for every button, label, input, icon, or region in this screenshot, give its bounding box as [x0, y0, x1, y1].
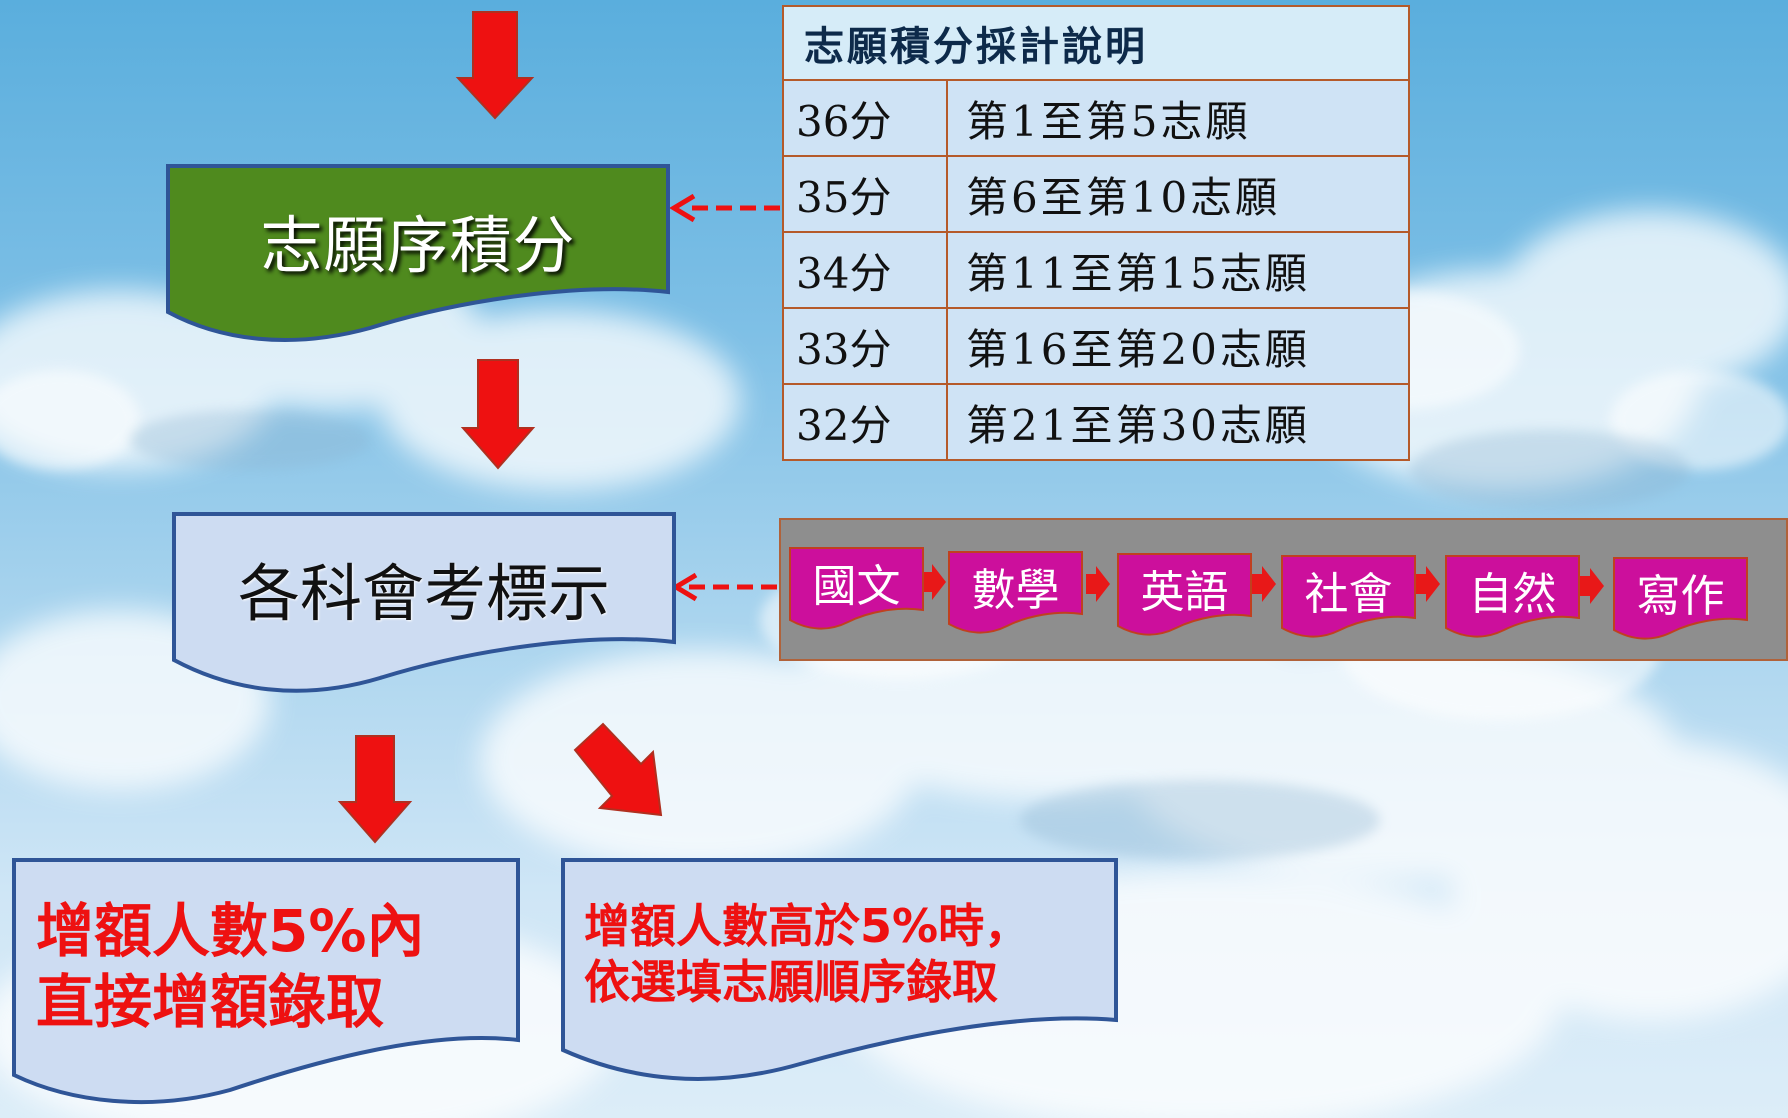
subject-label: 數學: [971, 565, 1060, 616]
subject-social: 社會: [1280, 554, 1417, 650]
result-line-2: 直接增額錄取: [36, 967, 385, 1036]
range-cell: 第6至第10志願: [946, 155, 1410, 233]
table-row: 36分 第1至第5志願: [782, 79, 1410, 157]
range-cell: 第21至第30志願: [946, 383, 1410, 461]
range-cell: 第11至第15志願: [946, 231, 1410, 309]
result-line-1: 增額人數高於5%時，: [584, 899, 1031, 953]
subject-chinese: 國文: [788, 546, 925, 642]
subject-english: 英語: [1116, 552, 1253, 648]
points-cell: 36分: [782, 79, 948, 157]
subject-label: 國文: [812, 561, 901, 612]
points-cell: 35分: [782, 155, 948, 233]
subject-writing: 寫作: [1612, 556, 1749, 652]
result-text: 增額人數高於5%時， 依選填志願順序錄取: [584, 898, 1104, 1026]
points-cell: 33分: [782, 307, 948, 385]
table-row: 32分 第21至第30志願: [782, 383, 1410, 461]
subject-science: 自然: [1444, 554, 1581, 650]
table-row: 35分 第6至第10志願: [782, 155, 1410, 233]
subject-label: 寫作: [1636, 571, 1725, 622]
subject-shape: [948, 551, 1083, 634]
subject-shape: [1117, 553, 1252, 636]
result-line-1: 增額人數5%內: [36, 897, 425, 965]
subject-math: 數學: [947, 550, 1084, 646]
points-cell: 34分: [782, 231, 948, 309]
subject-label: 社會: [1304, 569, 1393, 620]
table-row: 33分 第16至第20志願: [782, 307, 1410, 385]
table-row: 34分 第11至第15志願: [782, 231, 1410, 309]
range-cell: 第1至第5志願: [946, 79, 1410, 157]
subject-label: 英語: [1140, 567, 1229, 618]
range-cell: 第16至第20志願: [946, 307, 1410, 385]
result-line-2: 依選填志願順序錄取: [584, 955, 998, 1010]
subject-shape: [1613, 557, 1748, 640]
table-header-row: 志願積分採計說明: [782, 5, 1410, 81]
result-text: 增額人數5%內 直接增額錄取: [36, 896, 516, 1046]
subject-shape: [1445, 555, 1580, 638]
box-title: 各科會考標示: [237, 557, 610, 630]
box-title: 志願序積分: [260, 209, 576, 282]
subject-shape: [1281, 555, 1416, 638]
subject-label: 自然: [1468, 569, 1557, 620]
preference-score-table: 志願積分採計說明 36分 第1至第5志願 35分 第6至第10志願 34分 第1…: [782, 5, 1410, 461]
points-cell: 32分: [782, 383, 948, 461]
subject-shape: [789, 547, 924, 630]
table-header: 志願積分採計說明: [782, 5, 1410, 81]
